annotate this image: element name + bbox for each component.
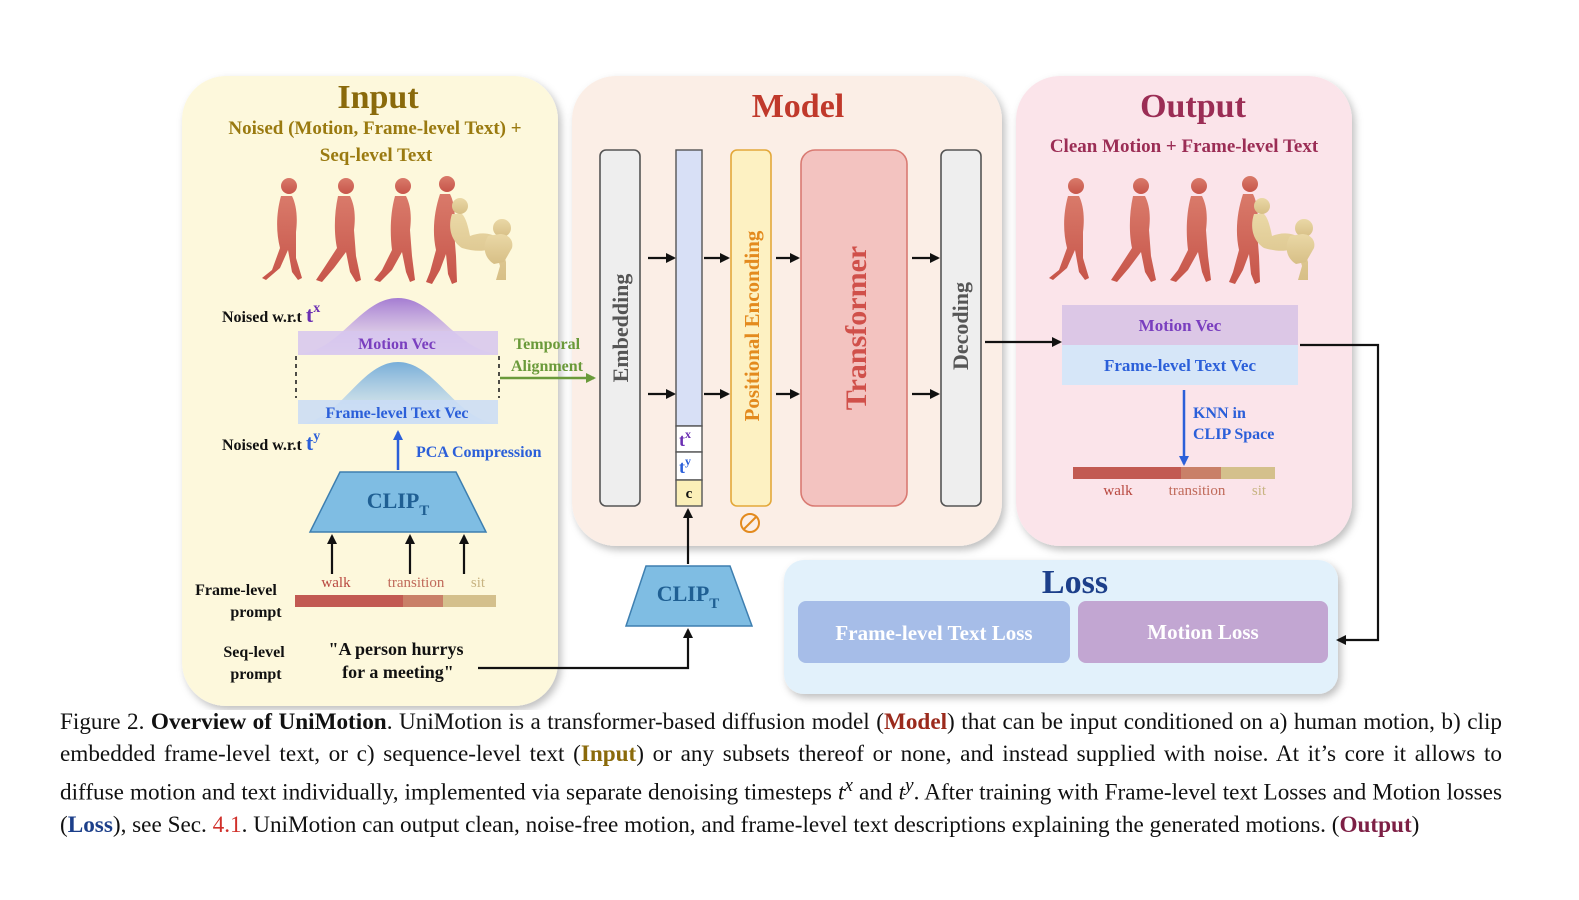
input-motion-vec-label: Motion Vec <box>358 336 436 353</box>
knn-label-1: KNN in <box>1193 405 1246 422</box>
noised-ty-label: Noised w.r.t ty <box>222 429 320 455</box>
input-subtitle-1: Noised (Motion, Frame-level Text) + <box>228 118 521 139</box>
caption-text-1: . UniMotion is a transformer-based diffu… <box>386 709 884 735</box>
caption-tx: t <box>837 779 845 806</box>
input-seg-walk-bar <box>295 595 403 607</box>
frame-text-loss-label: Frame-level Text Loss <box>835 621 1032 645</box>
input-seg-transition: transition <box>388 575 445 591</box>
caption-ty-sup: y <box>905 775 914 796</box>
caption-text-7: ) <box>1411 811 1420 838</box>
seq-prompt-label-1: Seq-level <box>223 644 285 661</box>
caption-input-word: Input <box>580 741 637 767</box>
output-seg-walk-bar <box>1073 467 1181 479</box>
token-c <box>675 479 703 507</box>
input-seg-walk: walk <box>321 575 351 591</box>
output-seg-walk: walk <box>1103 483 1133 499</box>
pca-compression-label: PCA Compression <box>416 444 542 461</box>
caption-output-word: Output <box>1339 811 1412 838</box>
knn-label-2: CLIP Space <box>1193 426 1274 443</box>
output-seg-transition-bar <box>1181 467 1221 479</box>
output-seg-sit-bar <box>1221 467 1275 479</box>
input-motion-figures <box>262 176 513 284</box>
null-symbol-icon <box>740 513 760 533</box>
seq-prompt-quote-2: for a meeting" <box>342 662 454 682</box>
token-tx-label: tx <box>679 427 691 450</box>
caption-and: and <box>852 779 899 806</box>
token-ty <box>675 451 703 481</box>
output-to-loss-arrow <box>1300 343 1380 645</box>
embedding-label: Embedding <box>608 274 633 383</box>
output-motion-vec-label: Motion Vec <box>1139 316 1222 335</box>
output-motion-figures <box>1049 176 1315 284</box>
temporal-alignment-label-2: Alignment <box>511 358 584 375</box>
decoding-block <box>940 149 982 507</box>
loss-title: Loss <box>1042 564 1108 601</box>
input-subtitle-2: Seq-level Text <box>320 145 433 166</box>
embedding-block <box>599 149 641 507</box>
input-seg-sit-bar <box>443 595 496 607</box>
input-seg-transition-bar <box>403 595 443 607</box>
noised-tx-label: Noised w.r.t tx <box>222 301 320 327</box>
frame-text-vec-bar <box>298 400 498 424</box>
positional-encoding-label: Positional Enconding <box>740 230 764 421</box>
model-clip-block <box>624 565 754 627</box>
caption-model-word: Model <box>883 709 948 735</box>
frame-prompt-label-2: prompt <box>230 604 282 621</box>
caption-text-5: ), see Sec. <box>112 811 213 838</box>
input-frame-text-vec-label: Frame-level Text Vec <box>325 405 468 422</box>
token-ty-label: ty <box>679 454 691 477</box>
transformer-label: Transformer <box>840 246 873 410</box>
caption-section-ref[interactable]: 4.1 <box>212 811 242 838</box>
frame-prompt-label-1: Frame-level <box>195 582 277 599</box>
seq-prompt-label-2: prompt <box>230 666 282 683</box>
caption-text-2: ) that can be input conditioned on a) hu… <box>60 709 1502 767</box>
seq-prompt-quote-1: "A person hurrys <box>328 639 463 659</box>
motion-loss-box <box>1078 601 1328 663</box>
figure-diagram: Input Noised (Motion, Frame-level Text) … <box>182 76 1380 706</box>
input-clip-block <box>308 471 488 533</box>
output-motion-vec-box <box>1062 305 1298 345</box>
output-seg-sit: sit <box>1252 483 1267 499</box>
decoding-label: Decoding <box>948 282 973 370</box>
output-title: Output <box>1140 88 1246 125</box>
output-frame-text-vec-box <box>1062 345 1298 385</box>
caption-text-4: . After training with Frame-level text L… <box>60 779 1502 838</box>
caption-ty: t <box>898 779 906 806</box>
model-title: Model <box>752 88 845 125</box>
caption-title: Overview of UniMotion <box>150 709 387 735</box>
input-seg-sit: sit <box>471 575 486 591</box>
output-subtitle: Clean Motion + Frame-level Text <box>1050 136 1319 157</box>
transformer-block <box>800 149 908 507</box>
output-seg-transition: transition <box>1169 483 1226 499</box>
motion-loss-label: Motion Loss <box>1147 620 1258 644</box>
caption-text-3: ) or any subsets thereof or none, and in… <box>60 741 1502 806</box>
temporal-alignment-label-1: Temporal <box>514 336 581 353</box>
model-clip-label: CLIPT <box>657 581 720 612</box>
input-title: Input <box>337 79 419 116</box>
figure-caption: Figure 2. Overview of UniMotion. UniMoti… <box>60 706 1502 841</box>
positional-encoding-block <box>730 149 772 507</box>
input-clip-label: CLIPT <box>367 488 430 519</box>
motion-vec-bar <box>298 331 498 355</box>
frame-text-loss-box <box>798 601 1070 663</box>
caption-label: Figure 2. <box>60 709 151 735</box>
caption-tx-sup: x <box>844 775 853 796</box>
seq-to-clip-arrow <box>478 628 693 670</box>
token-column <box>675 149 703 427</box>
token-c-label: c <box>686 486 693 502</box>
caption-text-6: . UniMotion can output clean, noise-free… <box>241 811 1340 838</box>
token-tx <box>675 425 703 453</box>
caption-loss-word: Loss <box>67 811 113 838</box>
output-frame-text-vec-label: Frame-level Text Vec <box>1104 356 1256 375</box>
